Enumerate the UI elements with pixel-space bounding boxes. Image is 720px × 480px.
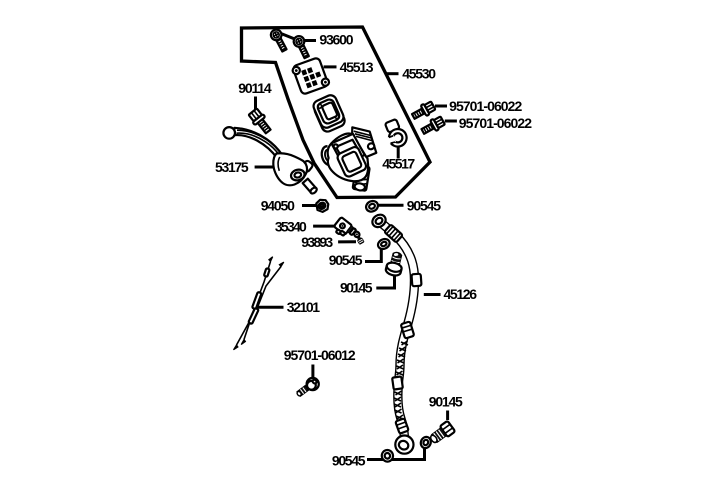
svg-text:32101: 32101 [287, 299, 321, 315]
svg-text:45517: 45517 [382, 155, 415, 171]
svg-text:90545: 90545 [329, 252, 363, 268]
svg-text:45513: 45513 [340, 59, 374, 75]
svg-text:45530: 45530 [402, 65, 436, 81]
svg-text:95701-06022: 95701-06022 [459, 115, 532, 131]
svg-text:95701-06012: 95701-06012 [284, 347, 356, 363]
svg-text:90545: 90545 [332, 453, 366, 469]
svg-text:90114: 90114 [238, 80, 272, 96]
svg-text:93893: 93893 [301, 234, 333, 250]
svg-text:93600: 93600 [319, 32, 353, 48]
svg-text:45126: 45126 [444, 286, 478, 302]
svg-text:90545: 90545 [407, 198, 442, 214]
svg-text:95701-06022: 95701-06022 [449, 98, 522, 114]
svg-text:35340: 35340 [275, 219, 307, 235]
svg-text:53175: 53175 [215, 159, 249, 175]
svg-text:90145: 90145 [429, 394, 463, 410]
svg-text:94050: 94050 [261, 198, 295, 214]
svg-text:90145: 90145 [340, 280, 373, 296]
